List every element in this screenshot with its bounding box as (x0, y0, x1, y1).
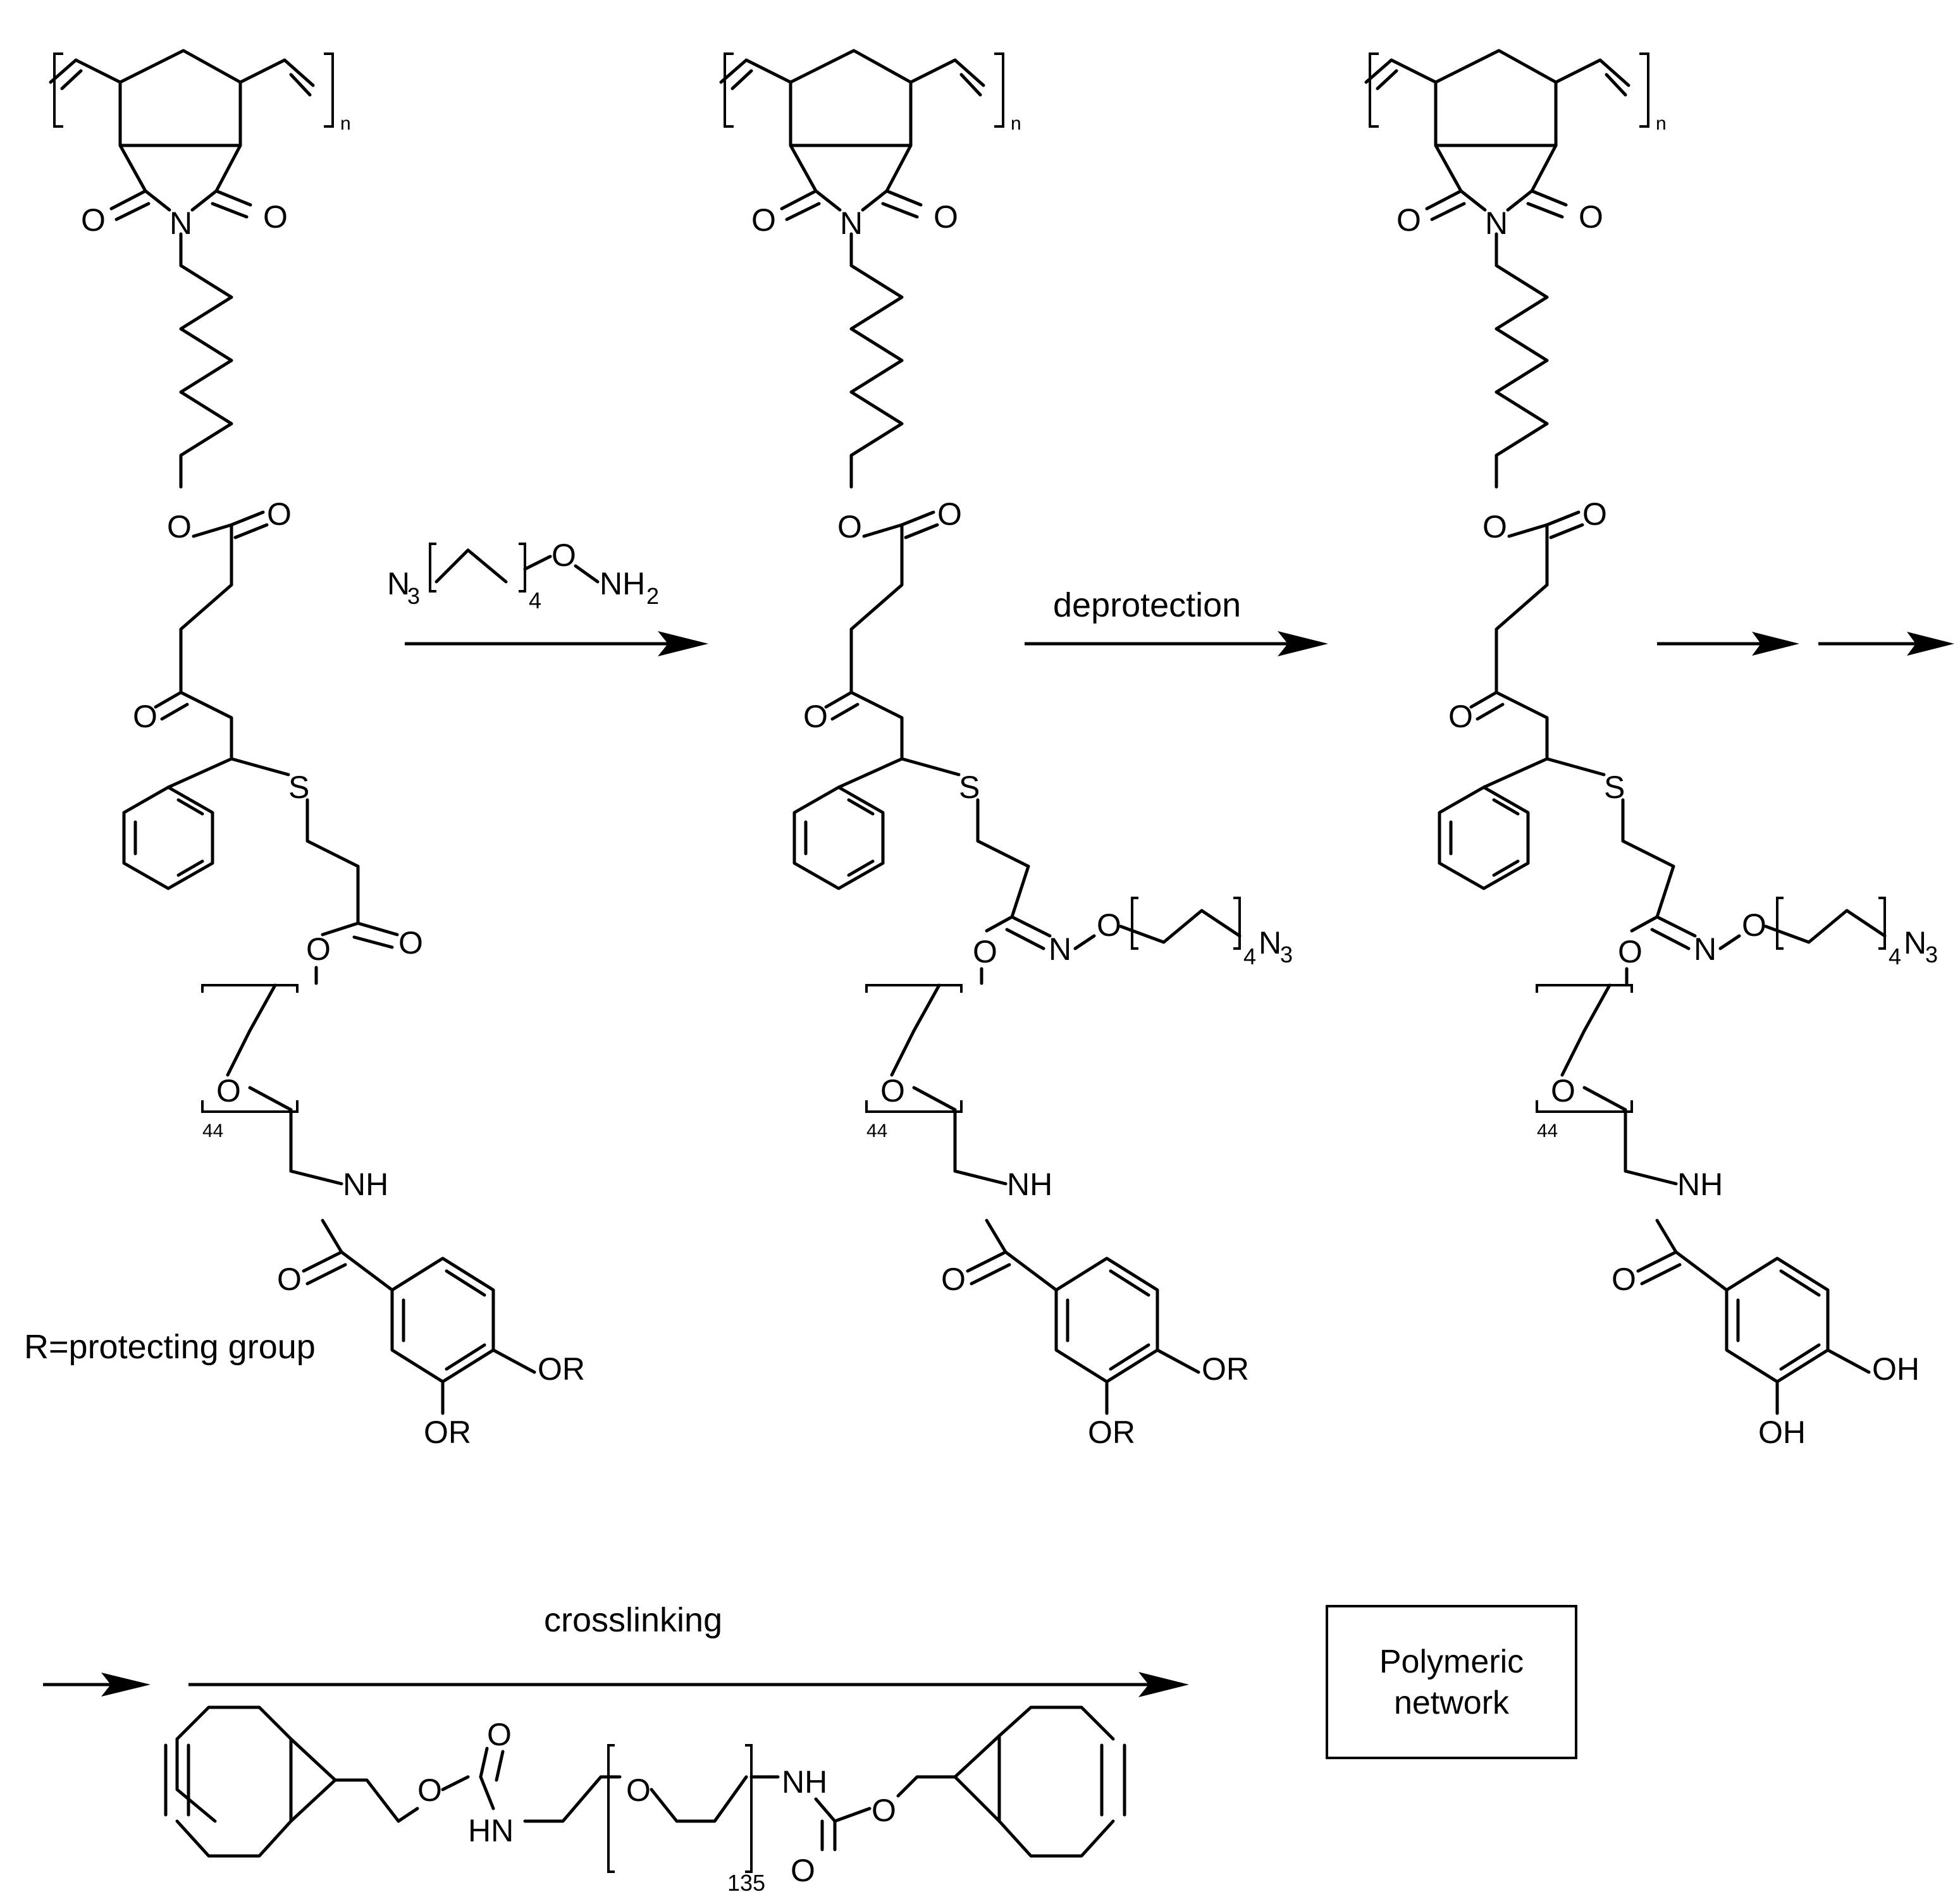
product-line-1: Polymeric (1379, 1643, 1524, 1680)
svg-text:NH: NH (600, 566, 645, 601)
ester-oxygen: O (167, 509, 192, 544)
svg-text:N: N (840, 206, 863, 241)
oxime-intermediate-protected: n O O N O O O S N O 4 N 3 O O 44 NH O OR… (721, 51, 1293, 1450)
reaction-arrow-crosslinking: crosslinking (188, 1601, 1189, 1697)
oxime-nitrogen: N (1049, 931, 1071, 967)
svg-text:O: O (552, 537, 576, 573)
peg-repeat-44: 44 (202, 1121, 223, 1141)
catechol-oh-meta: OH (1758, 1415, 1806, 1450)
deprotection-label: deprotection (1053, 586, 1241, 624)
svg-text:4: 4 (1889, 943, 1901, 969)
svg-text:N: N (1694, 931, 1717, 967)
svg-text:44: 44 (1537, 1121, 1558, 1141)
svg-text:NH: NH (1677, 1167, 1723, 1202)
svg-text:n: n (1656, 113, 1667, 134)
svg-text:O: O (1551, 1073, 1575, 1109)
protected-or-para: OR (538, 1351, 585, 1387)
svg-text:N: N (1904, 925, 1926, 961)
polymer-repeat-n: n (340, 113, 351, 134)
svg-text:O: O (1612, 1262, 1636, 1297)
reaction-arrow-oxime (405, 631, 708, 656)
thioester-carbonyl-oxygen: O (398, 925, 423, 961)
protected-or-meta: OR (424, 1415, 471, 1450)
svg-text:2: 2 (646, 583, 659, 609)
svg-text:O: O (937, 496, 962, 532)
imide-nitrogen: N (169, 206, 192, 241)
svg-text:O: O (837, 509, 862, 544)
carbamate-oxygen-left: O (417, 1772, 442, 1808)
svg-text:O: O (941, 1262, 966, 1297)
carbamate-nh-right: NH (782, 1764, 827, 1800)
continuation-arrows (1657, 632, 1954, 656)
svg-text:O: O (803, 699, 828, 734)
svg-text:3: 3 (1280, 942, 1293, 967)
oxime-intermediate-catechol: n O O N O O O S N O 4 N 3 O O 44 NH O OH… (1366, 51, 1938, 1450)
crosslinker-repeat-135: 135 (727, 1870, 765, 1896)
imide-oxygen-right: O (263, 199, 288, 235)
svg-text:O: O (1579, 199, 1603, 235)
continuation-arrow-row2 (43, 1673, 151, 1697)
crosslinker-peg-oxygen: O (626, 1772, 651, 1808)
product-box: Polymeric network (1326, 1605, 1577, 1759)
svg-text:O: O (751, 202, 776, 238)
svg-text:3: 3 (407, 583, 420, 609)
peg-oxygen: O (216, 1073, 241, 1109)
carbamate-carbonyl-left: O (487, 1717, 512, 1752)
svg-text:O: O (1448, 699, 1473, 734)
r-group-note: R=protecting group (24, 1328, 316, 1366)
reaction-arrow-deprotection: deprotection (1025, 586, 1328, 656)
product-line-2: network (1394, 1685, 1510, 1721)
svg-text:O: O (1482, 509, 1507, 544)
catechol-oh-para: OH (1872, 1351, 1920, 1387)
svg-text:O: O (934, 199, 958, 235)
svg-text:n: n (1011, 113, 1021, 134)
svg-text:S: S (1604, 770, 1625, 805)
carbamate-carbonyl-right: O (791, 1853, 815, 1888)
amide-oxygen: O (277, 1262, 302, 1297)
svg-text:O: O (1396, 202, 1421, 238)
crosslinker-bcn-peg: O O HN O 135 NH O O (164, 1705, 1126, 1896)
azide-n3: N (1259, 925, 1281, 961)
svg-text:OR: OR (1088, 1415, 1135, 1450)
oxime-oxygen: O (1097, 907, 1121, 943)
svg-text:O: O (1742, 907, 1766, 943)
svg-text:3: 3 (1925, 942, 1938, 967)
ketone-oxygen: O (133, 699, 157, 734)
svg-text:N: N (387, 566, 410, 601)
svg-text:O: O (1582, 496, 1607, 532)
carbamate-hn: HN (468, 1813, 514, 1848)
svg-text:S: S (959, 770, 980, 805)
peg-ester-oxygen: O (306, 931, 331, 967)
reagent-aminooxy-azide: N 3 4 O NH 2 (387, 537, 659, 613)
sulfur: S (288, 770, 309, 805)
svg-text:N: N (1485, 206, 1508, 241)
svg-text:O: O (880, 1073, 905, 1109)
imide-oxygen-left: O (81, 202, 106, 238)
svg-text:O: O (1618, 934, 1643, 969)
amide-nh: NH (343, 1167, 388, 1202)
svg-text:44: 44 (866, 1121, 887, 1141)
carbamate-oxygen-right: O (872, 1793, 896, 1828)
svg-text:4: 4 (1243, 943, 1256, 969)
carbonyl-oxygen: O (267, 496, 292, 532)
svg-text:4: 4 (529, 587, 541, 613)
monomer-protected: n O O N O O O S O O O 44 NH O OR OR (51, 51, 585, 1450)
svg-text:O: O (973, 934, 997, 969)
svg-text:OR: OR (1202, 1351, 1249, 1387)
crosslinking-label: crosslinking (544, 1601, 722, 1639)
svg-text:NH: NH (1007, 1167, 1052, 1202)
